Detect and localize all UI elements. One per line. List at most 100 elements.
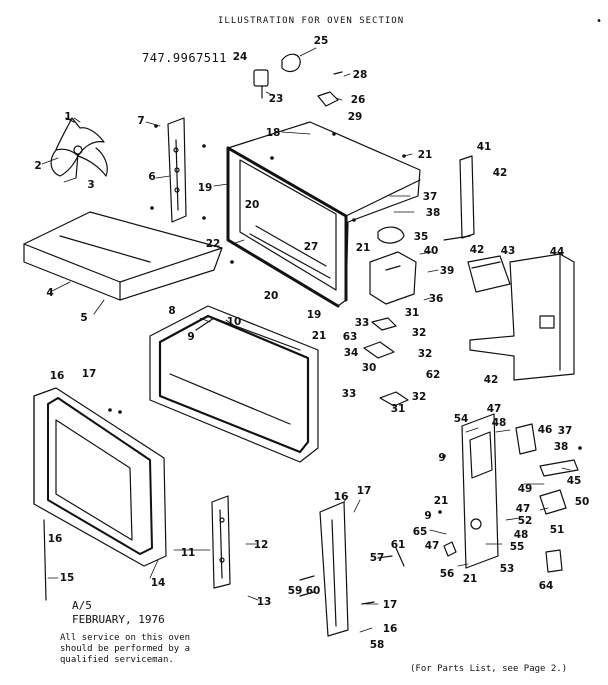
part-door-frame bbox=[150, 306, 318, 462]
callout-58: 58 bbox=[369, 639, 385, 651]
callout-48a: 48 bbox=[491, 417, 507, 429]
model-number: 747.9967511 bbox=[142, 51, 227, 65]
service-note-line-2: should be performed by a bbox=[60, 644, 191, 654]
callout-21c: 21 bbox=[311, 330, 327, 342]
callout-14: 14 bbox=[150, 577, 166, 589]
callout-11: 11 bbox=[180, 547, 196, 559]
callout-10: 10 bbox=[226, 316, 242, 328]
service-note: All service on this oven should be perfo… bbox=[60, 633, 190, 666]
callout-42a: 42 bbox=[492, 167, 508, 179]
callout-47b: 47 bbox=[515, 503, 531, 515]
callout-21d: 21 bbox=[433, 495, 449, 507]
callout-19b: 19 bbox=[306, 309, 322, 321]
part-fan-blade bbox=[51, 118, 107, 178]
callout-37b: 37 bbox=[557, 425, 573, 437]
callout-59: 59 bbox=[287, 585, 303, 597]
issue-date: FEBRUARY, 1976 bbox=[72, 613, 165, 626]
callout-52: 52 bbox=[517, 515, 533, 527]
callout-46: 46 bbox=[537, 424, 553, 436]
callout-47a: 47 bbox=[486, 403, 502, 415]
callout-17b: 17 bbox=[356, 485, 372, 497]
callout-40: 40 bbox=[423, 245, 439, 257]
callout-13: 13 bbox=[256, 596, 272, 608]
part-small-brackets bbox=[364, 318, 408, 406]
callout-39: 39 bbox=[439, 265, 455, 277]
callout-23: 23 bbox=[268, 93, 284, 105]
part-light-assembly bbox=[254, 54, 300, 98]
callout-30: 30 bbox=[361, 362, 377, 374]
callout-43: 43 bbox=[500, 245, 516, 257]
callout-63: 63 bbox=[342, 331, 358, 343]
callout-20a: 20 bbox=[244, 199, 260, 211]
callout-28: 28 bbox=[352, 69, 368, 81]
service-note-line-3: qualified serviceman. bbox=[60, 655, 174, 665]
part-block-46 bbox=[516, 424, 578, 476]
part-side-bracket bbox=[168, 118, 186, 222]
callout-49: 49 bbox=[517, 483, 533, 495]
callout-44: 44 bbox=[549, 246, 565, 258]
callout-18: 18 bbox=[265, 127, 281, 139]
diagram-title: ILLUSTRATION FOR OVEN SECTION bbox=[218, 16, 405, 26]
part-bottom-panel bbox=[24, 212, 222, 300]
callout-42c: 42 bbox=[483, 374, 499, 386]
callout-leaders bbox=[42, 48, 570, 632]
part-rear-panel bbox=[470, 254, 574, 380]
callout-12: 12 bbox=[253, 539, 269, 551]
callout-9c: 9 bbox=[424, 510, 432, 522]
callout-17a: 17 bbox=[81, 368, 97, 380]
callout-22: 22 bbox=[205, 238, 221, 250]
part-fasteners bbox=[300, 542, 456, 604]
callout-26: 26 bbox=[350, 94, 366, 106]
callout-37a: 37 bbox=[422, 191, 438, 203]
callout-27: 27 bbox=[303, 241, 319, 253]
part-control-cluster bbox=[370, 227, 416, 304]
callout-60: 60 bbox=[305, 585, 321, 597]
callout-21b: 21 bbox=[355, 242, 371, 254]
part-control-panel bbox=[462, 414, 498, 568]
callout-32c: 32 bbox=[411, 391, 427, 403]
callout-31a: 31 bbox=[404, 307, 420, 319]
callout-42b: 42 bbox=[469, 244, 485, 256]
callout-56: 56 bbox=[439, 568, 455, 580]
callout-34: 34 bbox=[343, 347, 359, 359]
screw-dots bbox=[108, 124, 582, 514]
callout-16c: 16 bbox=[333, 491, 349, 503]
callout-4: 4 bbox=[46, 287, 54, 299]
callout-33b: 33 bbox=[341, 388, 357, 400]
callout-24: 24 bbox=[232, 51, 248, 63]
callout-31b: 31 bbox=[390, 403, 406, 415]
callout-16d: 16 bbox=[382, 623, 398, 635]
callout-21a: 21 bbox=[417, 149, 433, 161]
part-hinge bbox=[212, 496, 230, 588]
callout-19a: 19 bbox=[197, 182, 213, 194]
callout-5: 5 bbox=[80, 312, 88, 324]
callout-6: 6 bbox=[148, 171, 156, 183]
issue-info: A/5 FEBRUARY, 1976 bbox=[72, 599, 165, 627]
callout-51: 51 bbox=[549, 524, 565, 536]
callout-17c: 17 bbox=[382, 599, 398, 611]
callout-48b: 48 bbox=[513, 529, 529, 541]
callout-50: 50 bbox=[574, 496, 590, 508]
callout-47c: 47 bbox=[424, 540, 440, 552]
part-door-rod bbox=[44, 520, 46, 600]
callout-20b: 20 bbox=[263, 290, 279, 302]
callout-2: 2 bbox=[34, 160, 42, 172]
callout-53: 53 bbox=[499, 563, 515, 575]
callout-55: 55 bbox=[509, 541, 525, 553]
corner-mark: • bbox=[596, 16, 603, 27]
callout-29: 29 bbox=[347, 111, 363, 123]
callout-38b: 38 bbox=[553, 441, 569, 453]
callout-32a: 32 bbox=[411, 327, 427, 339]
part-oven-liner bbox=[228, 122, 420, 306]
callout-15: 15 bbox=[59, 572, 75, 584]
part-switch bbox=[540, 490, 566, 514]
callout-45: 45 bbox=[566, 475, 582, 487]
part-bracket-43 bbox=[468, 256, 510, 292]
callout-1: 1 bbox=[64, 111, 72, 123]
callout-35: 35 bbox=[413, 231, 429, 243]
callout-3: 3 bbox=[87, 179, 95, 191]
callout-65: 65 bbox=[412, 526, 428, 538]
callout-33a: 33 bbox=[354, 317, 370, 329]
callout-16a: 16 bbox=[49, 370, 65, 382]
